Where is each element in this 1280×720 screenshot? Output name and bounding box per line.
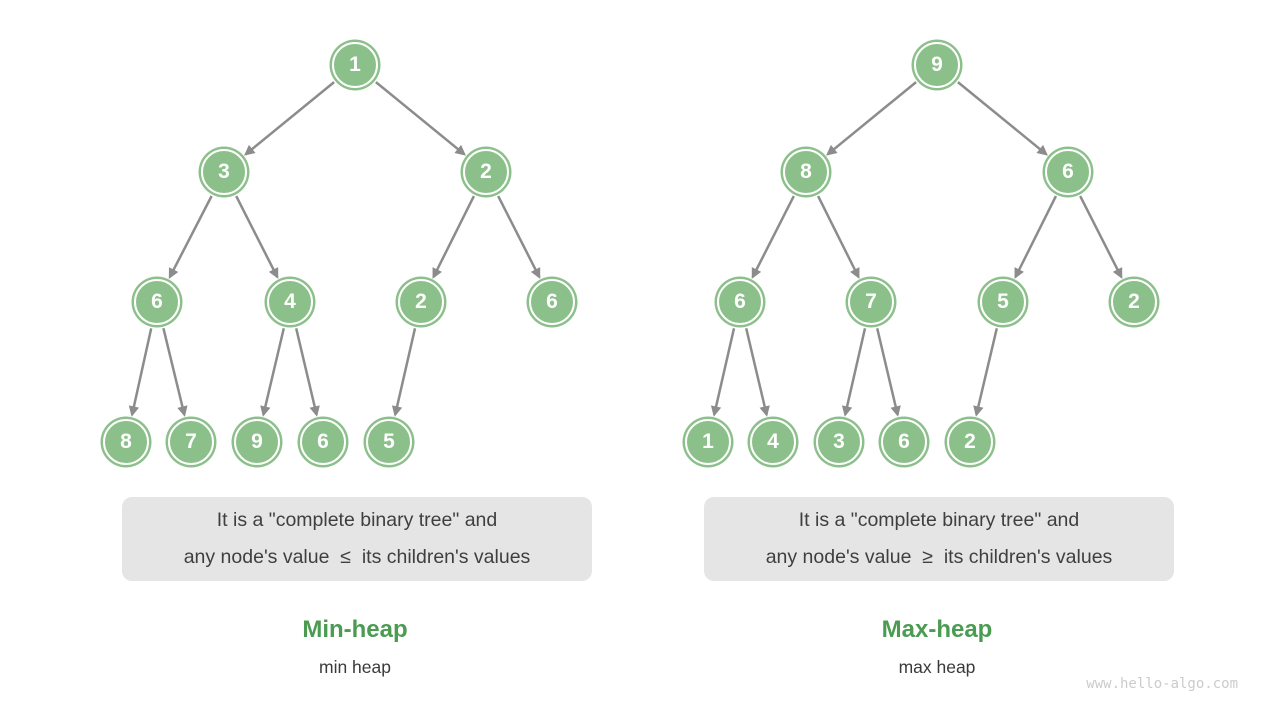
max-heap-edge — [710, 328, 736, 417]
max-heap-node: 8 — [783, 149, 829, 195]
min-heap-edge — [162, 327, 188, 417]
min-heap-edge — [294, 328, 320, 417]
min-heap-node: 5 — [366, 419, 412, 465]
min-heap-node: 2 — [398, 279, 444, 325]
min-heap-node: 9 — [234, 419, 280, 465]
max-heap-node: 9 — [914, 42, 960, 88]
max-heap-edge — [957, 81, 1048, 156]
max-heap-caption-line-1: It is a "complete binary tree" and — [798, 509, 1080, 531]
max-heap-node: 6 — [1045, 149, 1091, 195]
min-heap-edge — [168, 195, 213, 279]
min-heap-node: 2 — [463, 149, 509, 195]
min-heap-caption-box: It is a "complete binary tree" and any n… — [122, 497, 592, 581]
min-heap-title: Min-heap — [302, 616, 408, 643]
max-heap-edge — [826, 81, 917, 156]
min-heap-node: 4 — [267, 279, 313, 325]
max-heap-node: 2 — [947, 419, 993, 465]
max-heap-subtitle: max heap — [898, 657, 976, 677]
max-heap-edge — [1079, 195, 1123, 279]
min-heap-edge — [235, 195, 279, 279]
min-heap-edge — [260, 328, 286, 417]
min-heap-caption-line-1: It is a "complete binary tree" and — [216, 509, 498, 531]
max-heap-edge — [973, 328, 999, 417]
max-heap-caption-line-2: any node's value ≥ its children's values — [765, 546, 1113, 568]
min-heap-node: 3 — [201, 149, 247, 195]
max-heap-node: 6 — [717, 279, 763, 325]
watermark: www.hello-algo.com — [1086, 676, 1238, 692]
min-heap-edge — [391, 328, 417, 417]
min-heap-node: 6 — [529, 279, 575, 325]
max-heap-node: 6 — [881, 419, 927, 465]
max-heap-edge — [875, 328, 901, 417]
min-heap-edge — [497, 195, 541, 279]
min-heap-edge — [244, 81, 335, 156]
min-heap-subtitle: min heap — [319, 657, 391, 677]
max-heap-edge — [816, 195, 860, 279]
min-heap-node: 7 — [168, 419, 214, 465]
min-heap-edge — [432, 195, 476, 279]
max-heap-caption-box: It is a "complete binary tree" and any n… — [704, 497, 1174, 581]
min-heap-node: 8 — [103, 419, 149, 465]
min-heap-edge — [128, 328, 153, 417]
max-heap-node: 4 — [750, 419, 796, 465]
max-heap-node: 1 — [685, 419, 731, 465]
max-heap-title: Max-heap — [881, 616, 993, 643]
min-heap-node: 6 — [134, 279, 180, 325]
min-heap-caption-line-2: any node's value ≤ its children's values — [183, 546, 531, 568]
max-heap-node: 3 — [816, 419, 862, 465]
max-heap-node: 5 — [980, 279, 1026, 325]
max-heap-edge — [1014, 195, 1058, 279]
max-heap-node: 7 — [848, 279, 894, 325]
min-heap-edge — [375, 81, 466, 156]
min-heap-node: 1 — [332, 42, 378, 88]
max-heap-edge — [841, 328, 867, 417]
max-heap-edge — [744, 328, 770, 417]
max-heap-node: 2 — [1111, 279, 1157, 325]
min-heap-node: 6 — [300, 419, 346, 465]
max-heap-edge — [751, 195, 795, 279]
